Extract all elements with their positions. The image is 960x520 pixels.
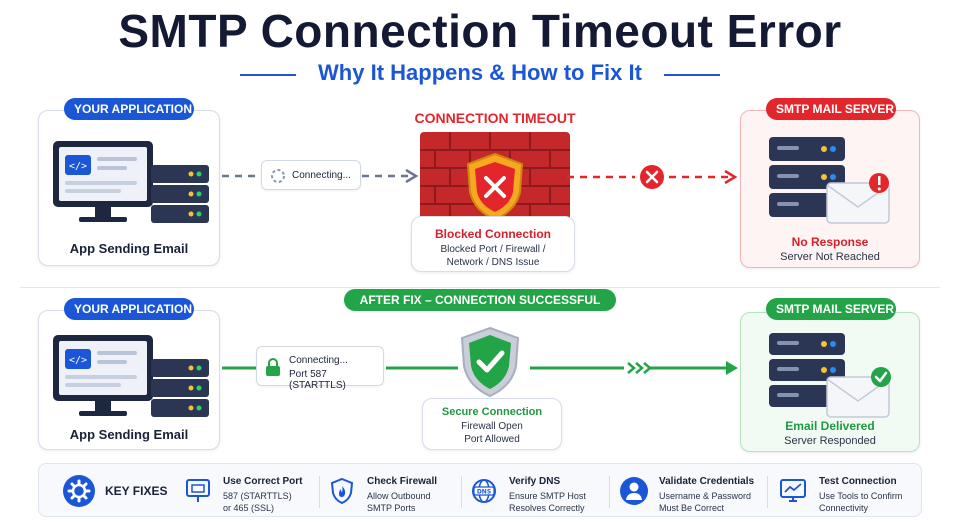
fix-item-dns: DNS Verify DNS Ensure SMTP Host Resolves… [471,470,621,514]
fix-test-title: Test Connection [819,476,897,487]
secure-line2: Port Allowed [464,434,520,445]
fix-item-credentials: Validate Credentials Username & Password… [619,470,769,514]
fix-item-firewall: Check Firewall Allow Outbound SMTP Ports [329,470,469,514]
top-server-badge: SMTP MAIL SERVER [766,98,896,120]
svg-text:DNS: DNS [477,489,491,496]
bottom-line-left [222,366,458,370]
lock-icon [266,358,280,376]
firewall-icon [330,477,354,505]
svg-text:</>: </> [69,355,87,366]
secure-shield-icon [460,326,520,398]
bottom-server-card: Email Delivered Server Responded [740,312,920,452]
monitor-chart-icon [780,479,806,502]
top-client-card: </> App Sending Email [38,110,220,266]
top-server-card: No Response Server Not Reached [740,110,920,268]
fix-test-line2: Connectivity [819,503,869,513]
bottom-arrow-right [530,361,738,375]
server-mail-icon [769,137,890,224]
fix-credentials-title: Validate Credentials [659,476,755,487]
computer-server-icon: </> [53,335,209,417]
server-mail-icon [769,333,891,418]
top-arrow-right [567,165,738,189]
bottom-server-detail: Server Responded [784,435,876,447]
user-lock-icon [620,477,648,505]
fix-dns-title: Verify DNS [509,476,561,487]
top-client-badge: YOUR APPLICATION [64,98,194,120]
fix-separator [461,476,462,508]
bottom-server-badge: SMTP MAIL SERVER [766,298,896,320]
top-server-status: No Response [791,235,869,249]
fix-separator [319,476,320,508]
fix-dns-line2: Resolves Correctly [509,503,585,513]
bottom-client-card: </> App Sending Email [38,310,220,450]
secure-card: Secure Connection Firewall Open Port All… [422,398,562,450]
fix-item-port: Use Correct Port 587 (STARTTLS) or 465 (… [185,470,335,514]
success-banner: AFTER FIX – CONNECTION SUCCESSFUL [344,289,616,311]
svg-text:</>: </> [69,161,87,172]
bottom-connecting-text: Connecting... [289,355,348,366]
key-fixes-heading: KEY FIXES [105,484,168,498]
bottom-client-badge: YOUR APPLICATION [64,298,194,320]
gear-icon [63,475,95,507]
section-divider [20,287,940,288]
spinner-icon [271,169,285,183]
fix-item-test: Test Connection Use Tools to Confirm Con… [779,470,919,514]
blocked-line2: Network / DNS Issue [446,257,540,268]
firewall-brick-icon [420,132,570,224]
bottom-client-label: App Sending Email [69,427,189,442]
key-fixes-bar: KEY FIXES Use Correct Port 587 (STARTTLS… [38,463,922,517]
top-client-label: App Sending Email [69,241,189,256]
bottom-connecting-box: Connecting... Port 587 (STARTTLS) [256,346,384,391]
bottom-server-status: Email Delivered [785,419,875,433]
top-arrow-left [222,168,419,184]
subtitle-rule-left [240,74,296,76]
fix-firewall-line2: SMTP Ports [367,503,416,513]
secure-line1: Firewall Open [461,421,523,432]
fix-port-title: Use Correct Port [223,476,303,487]
fix-firewall-line1: Allow Outbound [367,491,431,501]
fix-separator [767,476,768,508]
blocked-title: Blocked Connection [434,227,551,241]
bottom-port-text: Port 587 (STARTTLS) [289,369,346,391]
fail-x-icon [640,165,664,189]
top-server-detail: Server Not Reached [780,251,880,263]
fix-port-line2: or 465 (SSL) [223,503,275,513]
fix-dns-line1: Ensure SMTP Host [509,491,586,501]
ethernet-port-icon [186,479,210,502]
dns-globe-icon: DNS [472,479,496,503]
fix-port-line1: 587 (STARTTLS) [223,491,292,501]
page-title: SMTP Connection Timeout Error [118,5,842,57]
top-connecting-text: Connecting... [292,170,351,181]
fix-credentials-line1: Username & Password [659,491,752,501]
subtitle-rule-right [664,74,720,76]
blocked-line1: Blocked Port / Firewall / [440,244,546,255]
blocked-card: Blocked Connection Blocked Port / Firewa… [411,216,575,272]
fix-credentials-line2: Must Be Correct [659,503,725,513]
fix-firewall-title: Check Firewall [367,476,438,487]
computer-server-icon: </> [53,141,209,223]
fix-separator [609,476,610,508]
top-connecting-box: Connecting... [261,160,361,190]
fix-test-line1: Use Tools to Confirm [819,491,903,501]
page-subtitle: Why It Happens & How to Fix It [318,60,642,85]
timeout-heading: CONNECTION TIMEOUT [414,110,576,126]
secure-title: Secure Connection [441,406,543,418]
